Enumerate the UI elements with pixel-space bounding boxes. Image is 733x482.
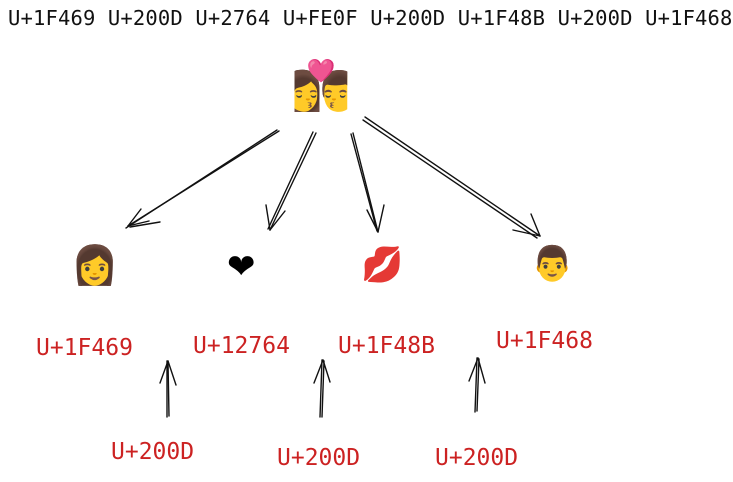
label-zwj-2: U+200D bbox=[277, 445, 361, 471]
arrow-to-woman bbox=[125, 129, 280, 229]
man-emoji: 👨 bbox=[531, 244, 574, 284]
label-kiss-codepoint: U+1F48B bbox=[338, 333, 435, 359]
woman-emoji: 👩 bbox=[71, 243, 119, 287]
arrow-to-heart bbox=[265, 131, 317, 231]
label-zwj-1: U+200D bbox=[111, 439, 195, 465]
label-zwj-3: U+200D bbox=[435, 445, 519, 471]
arrow-to-man bbox=[362, 116, 541, 239]
kiss-mark-emoji: 💋 bbox=[361, 245, 404, 285]
label-man-codepoint: U+1F468 bbox=[496, 328, 593, 354]
label-woman-codepoint: U+1F469 bbox=[36, 335, 133, 361]
arrow-to-kiss bbox=[350, 132, 385, 233]
codepoint-sequence: U+1F469 U+200D U+2764 U+FE0F U+200D U+1F… bbox=[8, 6, 733, 30]
kiss-couple-emoji: 👩‍❤️‍💋‍👨 bbox=[291, 58, 351, 114]
heart-emoji: ❤ bbox=[227, 247, 256, 287]
arrow-zwj-1 bbox=[159, 360, 177, 418]
arrow-zwj-3 bbox=[468, 357, 486, 413]
arrow-zwj-2 bbox=[313, 359, 331, 418]
label-heart-codepoint: U+12764 bbox=[193, 333, 290, 359]
